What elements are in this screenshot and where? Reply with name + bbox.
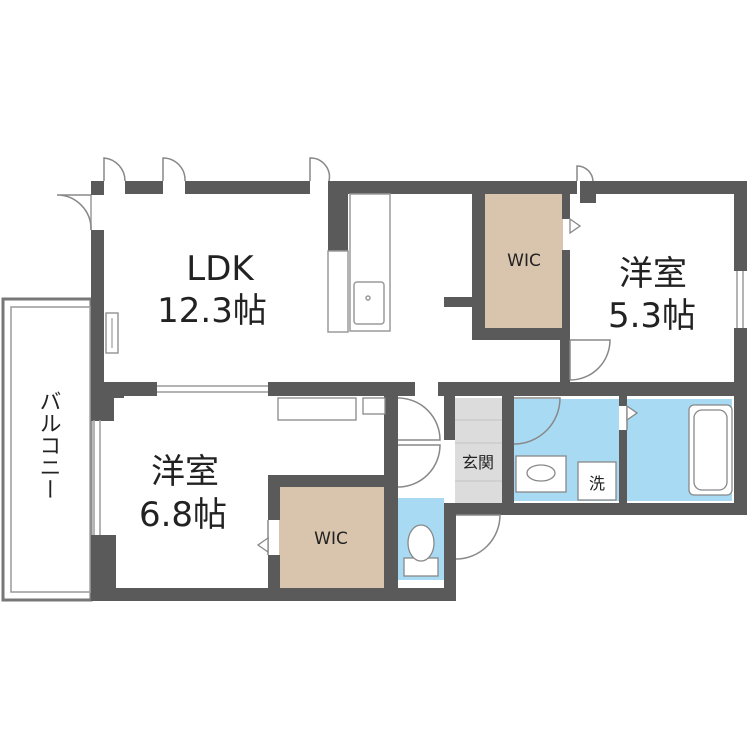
western-room-2-name: 洋室 (151, 452, 219, 492)
entrance-fill (455, 398, 502, 506)
wic-2-label: WIC (314, 529, 348, 549)
balcony-label: バルコニー (36, 390, 61, 500)
wic-1-label: WIC (507, 251, 541, 271)
western-room-2-size: 6.8帖 (139, 495, 227, 535)
door-markers (256, 217, 639, 554)
wic-1-fill (485, 192, 563, 329)
wash-basin (515, 455, 567, 493)
walls (91, 181, 747, 601)
ldk-size: 12.3帖 (157, 291, 267, 331)
entrance-label: 玄関 (462, 453, 494, 472)
closet-shelf (277, 397, 357, 421)
balcony (1, 297, 93, 602)
bathtub (688, 404, 733, 496)
washroom-label: 洗 (589, 474, 605, 493)
western-room-1-size: 5.3帖 (608, 296, 696, 336)
kitchen-counter (327, 193, 391, 333)
entrance-floor (455, 419, 502, 482)
washing-machine-box (577, 461, 617, 501)
western-room-1-name: 洋室 (619, 254, 687, 294)
toilet (403, 524, 439, 577)
wic-2-fill (279, 486, 384, 588)
ldk-name: LDK (186, 249, 255, 289)
